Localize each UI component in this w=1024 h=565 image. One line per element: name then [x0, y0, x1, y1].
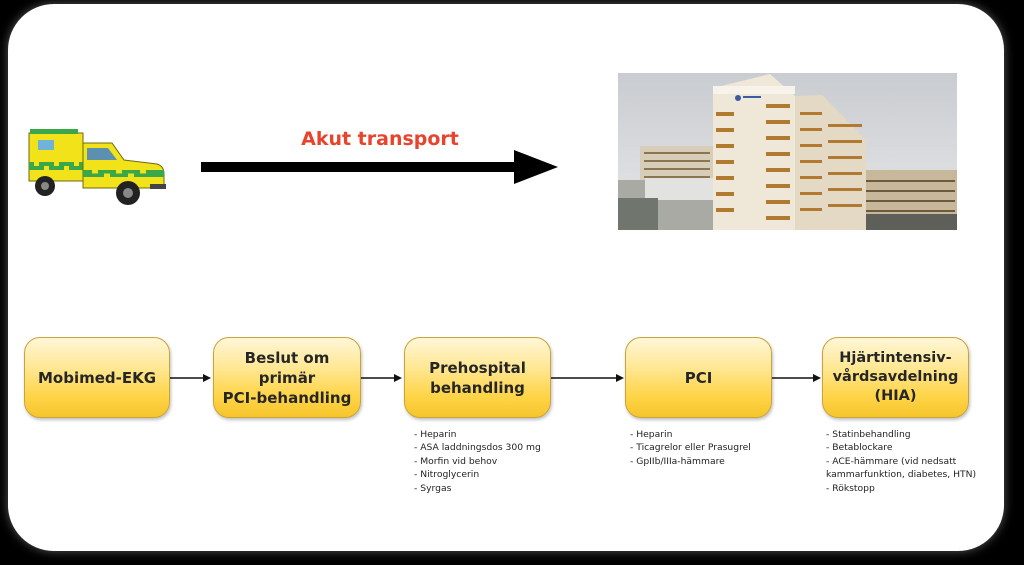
step-pci: PCI — [625, 337, 772, 418]
notes-prehospital: - Heparin - ASA laddningsdos 300 mg - Mo… — [414, 428, 541, 495]
note-item: - Heparin — [414, 429, 457, 440]
note-item: - Nitroglycerin — [414, 469, 480, 481]
transport-title: Akut transport — [301, 128, 459, 150]
step-label: Prehospital behandling — [429, 358, 526, 397]
notes-pci: - Heparin - Ticagrelor eller Prasugrel -… — [630, 428, 751, 468]
note-item: - ASA laddningsdos 300 mg — [414, 442, 541, 454]
notes-hia: - Statinbehandling - Betablockare - ACE-… — [826, 428, 976, 495]
step-label: Mobimed-EKG — [37, 368, 157, 387]
step-hia: Hjärtintensiv- vårdsavdelning (HIA) — [822, 337, 969, 418]
note-item: - Betablockare — [826, 442, 893, 454]
note-item: - ACE-hämmare (vid nedsatt kammarfunktio… — [826, 455, 977, 481]
step-label: PCI — [684, 368, 713, 387]
step-beslut-pci: Beslut om primär PCI-behandling — [213, 337, 361, 418]
step-prehospital: Prehospital behandling — [404, 337, 551, 418]
note-item: - GpIIb/IIIa-hämmare — [630, 455, 725, 467]
note-item: - Statinbehandling — [826, 429, 911, 440]
note-item: - Syrgas — [414, 482, 452, 494]
step-label: Beslut om primär PCI-behandling — [222, 348, 352, 407]
note-item: - Ticagrelor eller Prasugrel — [630, 442, 751, 454]
step-label: Hjärtintensiv- vårdsavdelning (HIA) — [832, 350, 959, 404]
step-mobimed-ekg: Mobimed-EKG — [24, 337, 170, 418]
note-item: - Heparin — [630, 429, 673, 440]
note-item: - Morfin vid behov — [414, 455, 498, 467]
note-item: - Rökstopp — [826, 482, 875, 494]
